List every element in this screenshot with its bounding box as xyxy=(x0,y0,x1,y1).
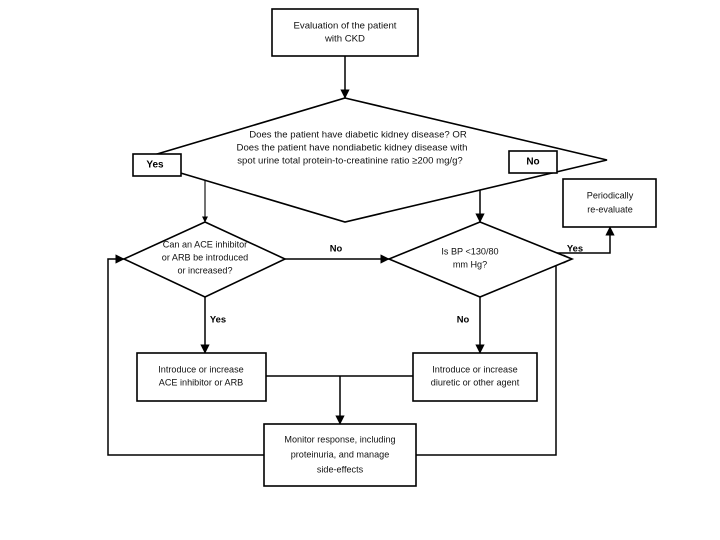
node-ace-decision-diamond xyxy=(122,221,287,298)
node-bp-decision-diamond xyxy=(386,221,575,298)
node-ace-decision-line3: or increased? xyxy=(177,265,232,275)
branch-label-main-yes: Yes xyxy=(146,160,164,171)
node-main-decision-line1: Does the patient have diabetic kidney di… xyxy=(249,130,467,141)
branch-label-ace-yes: Yes xyxy=(210,313,226,324)
node-diuretic-action-box xyxy=(412,352,538,402)
branch-label-main-no: No xyxy=(526,157,539,168)
node-periodically-reevaluate-line2: re-evaluate xyxy=(587,204,633,214)
node-ace-action-line1: Introduce or increase xyxy=(158,364,243,374)
branch-box-main-yes xyxy=(132,153,182,177)
node-start-box xyxy=(271,8,419,57)
node-start-line2: with CKD xyxy=(324,34,365,45)
node-ace-action-box xyxy=(136,352,267,402)
node-main-decision-line2: Does the patient have nondiabetic kidney… xyxy=(237,143,468,154)
node-periodically-reevaluate-line1: Periodically xyxy=(587,190,634,200)
edge-bp-yes-to-periodically-reevaluate xyxy=(557,226,615,254)
node-main-decision-line3: spot urine total protein-to-creatinine r… xyxy=(237,156,463,167)
node-ace-action-line2: ACE inhibitor or ARB xyxy=(159,377,243,387)
node-diuretic-action-line2: diuretic or other agent xyxy=(431,377,520,387)
edge-monitor-to-ace-decision-loop xyxy=(107,254,264,456)
node-bp-decision-line1: Is BP <130/80 xyxy=(441,246,498,256)
branch-box-main-no xyxy=(508,150,558,174)
node-diuretic-action-line1: Introduce or increase xyxy=(432,364,517,374)
branch-label-bp-yes: Yes xyxy=(567,242,583,253)
node-bp-decision-line2: mm Hg? xyxy=(453,259,487,269)
node-main-decision-diamond xyxy=(134,97,608,223)
branch-label-ace-no: No xyxy=(330,242,343,253)
node-monitor-line3: side-effects xyxy=(317,464,364,474)
node-start-line1: Evaluation of the patient xyxy=(294,21,397,32)
node-ace-decision-line1: Can an ACE inhibitor xyxy=(163,239,247,249)
branch-label-bp-no: No xyxy=(457,313,470,324)
node-ace-decision-line2: or ARB be introduced xyxy=(162,252,248,262)
node-monitor-line1: Monitor response, including xyxy=(284,434,395,444)
node-periodically-reevaluate-box xyxy=(562,178,657,228)
node-monitor-box xyxy=(263,423,417,487)
node-monitor-line2: proteinuria, and manage xyxy=(291,449,390,459)
